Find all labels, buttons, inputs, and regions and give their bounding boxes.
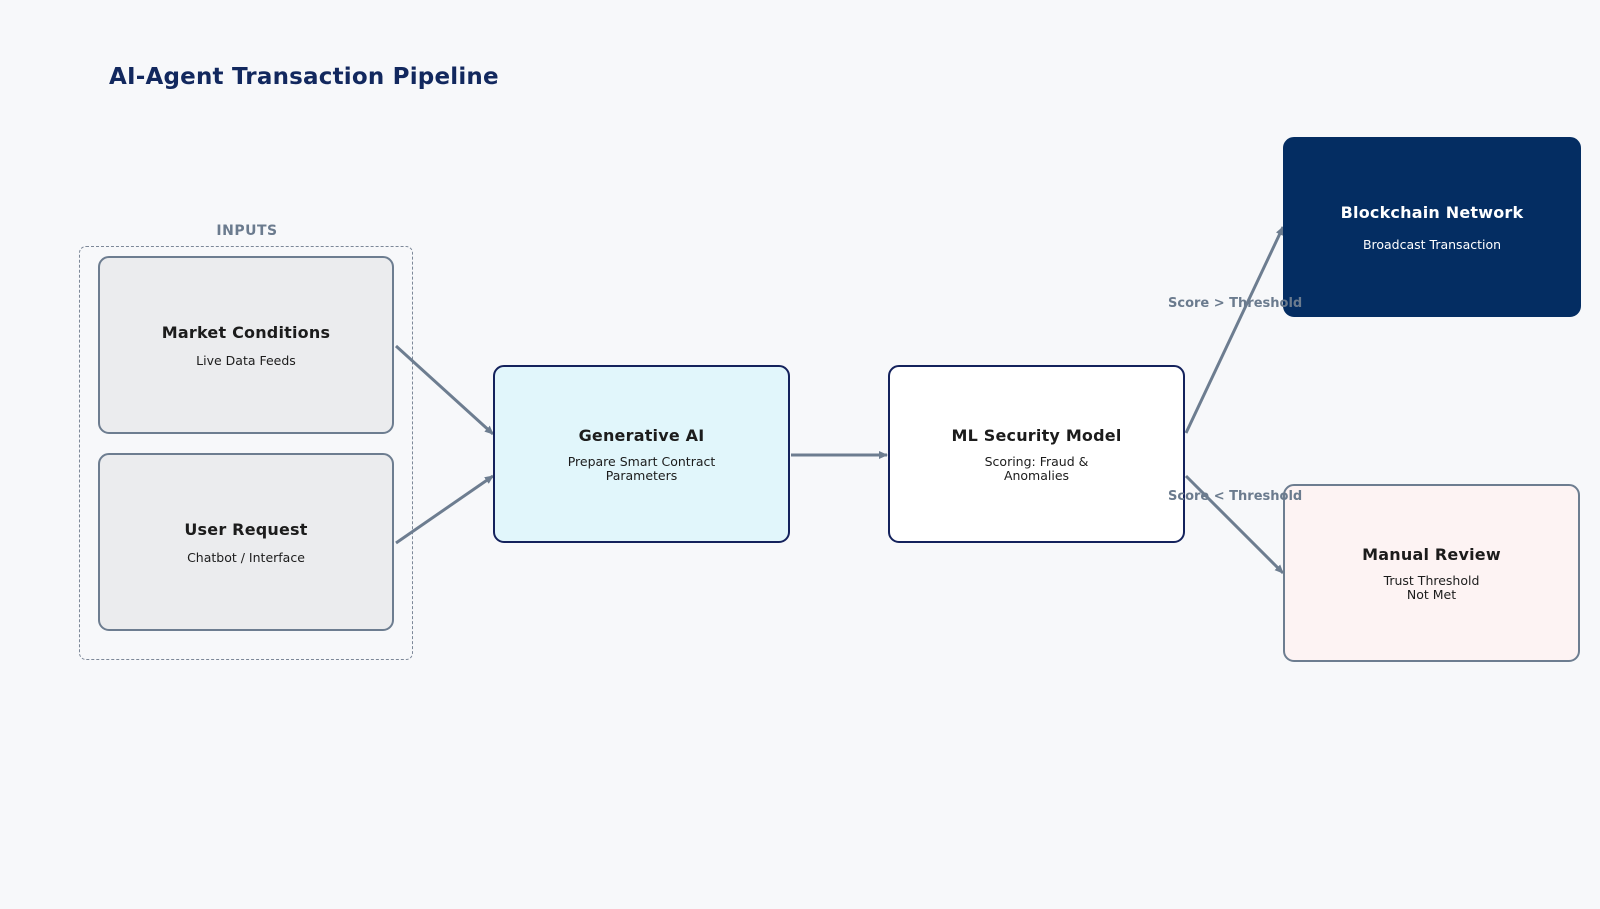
edge-ml-to-review — [1184, 474, 1285, 575]
edge-ml-to-blockchain — [1184, 226, 1285, 434]
blockchain-network-subtitle: Broadcast Transaction — [1362, 236, 1502, 252]
edge-label-score-below-threshold: Score < Threshold — [1168, 489, 1303, 504]
edge-label-score-above-threshold: Score > Threshold — [1168, 296, 1303, 311]
user-request-title: User Request — [184, 519, 308, 539]
generative-ai-subtitle: Prepare Smart Contract Parameters — [567, 453, 716, 483]
market-conditions-node: Market Conditions Live Data Feeds — [98, 256, 394, 434]
inputs-group-label: INPUTS — [216, 223, 278, 239]
generative-ai-node: Generative AI Prepare Smart Contract Par… — [493, 365, 790, 543]
ml-security-model-title: ML Security Model — [951, 425, 1122, 445]
blockchain-network-node: Blockchain Network Broadcast Transaction — [1283, 137, 1581, 317]
user-request-node: User Request Chatbot / Interface — [98, 453, 394, 631]
manual-review-subtitle: Trust Threshold Not Met — [1383, 572, 1480, 602]
user-request-subtitle: Chatbot / Interface — [187, 549, 305, 565]
generative-ai-title: Generative AI — [578, 425, 705, 445]
manual-review-title: Manual Review — [1362, 544, 1501, 564]
manual-review-node: Manual Review Trust Threshold Not Met — [1283, 484, 1580, 662]
market-conditions-title: Market Conditions — [161, 322, 331, 342]
ml-security-model-subtitle: Scoring: Fraud & Anomalies — [984, 453, 1089, 483]
inputs-group-box — [79, 246, 413, 660]
market-conditions-subtitle: Live Data Feeds — [196, 352, 296, 368]
page-title: AI-Agent Transaction Pipeline — [109, 64, 499, 90]
blockchain-network-title: Blockchain Network — [1340, 202, 1524, 222]
edge-market-to-genai — [394, 344, 495, 436]
edge-user-to-genai — [395, 474, 494, 545]
ml-security-model-node: ML Security Model Scoring: Fraud & Anoma… — [888, 365, 1185, 543]
